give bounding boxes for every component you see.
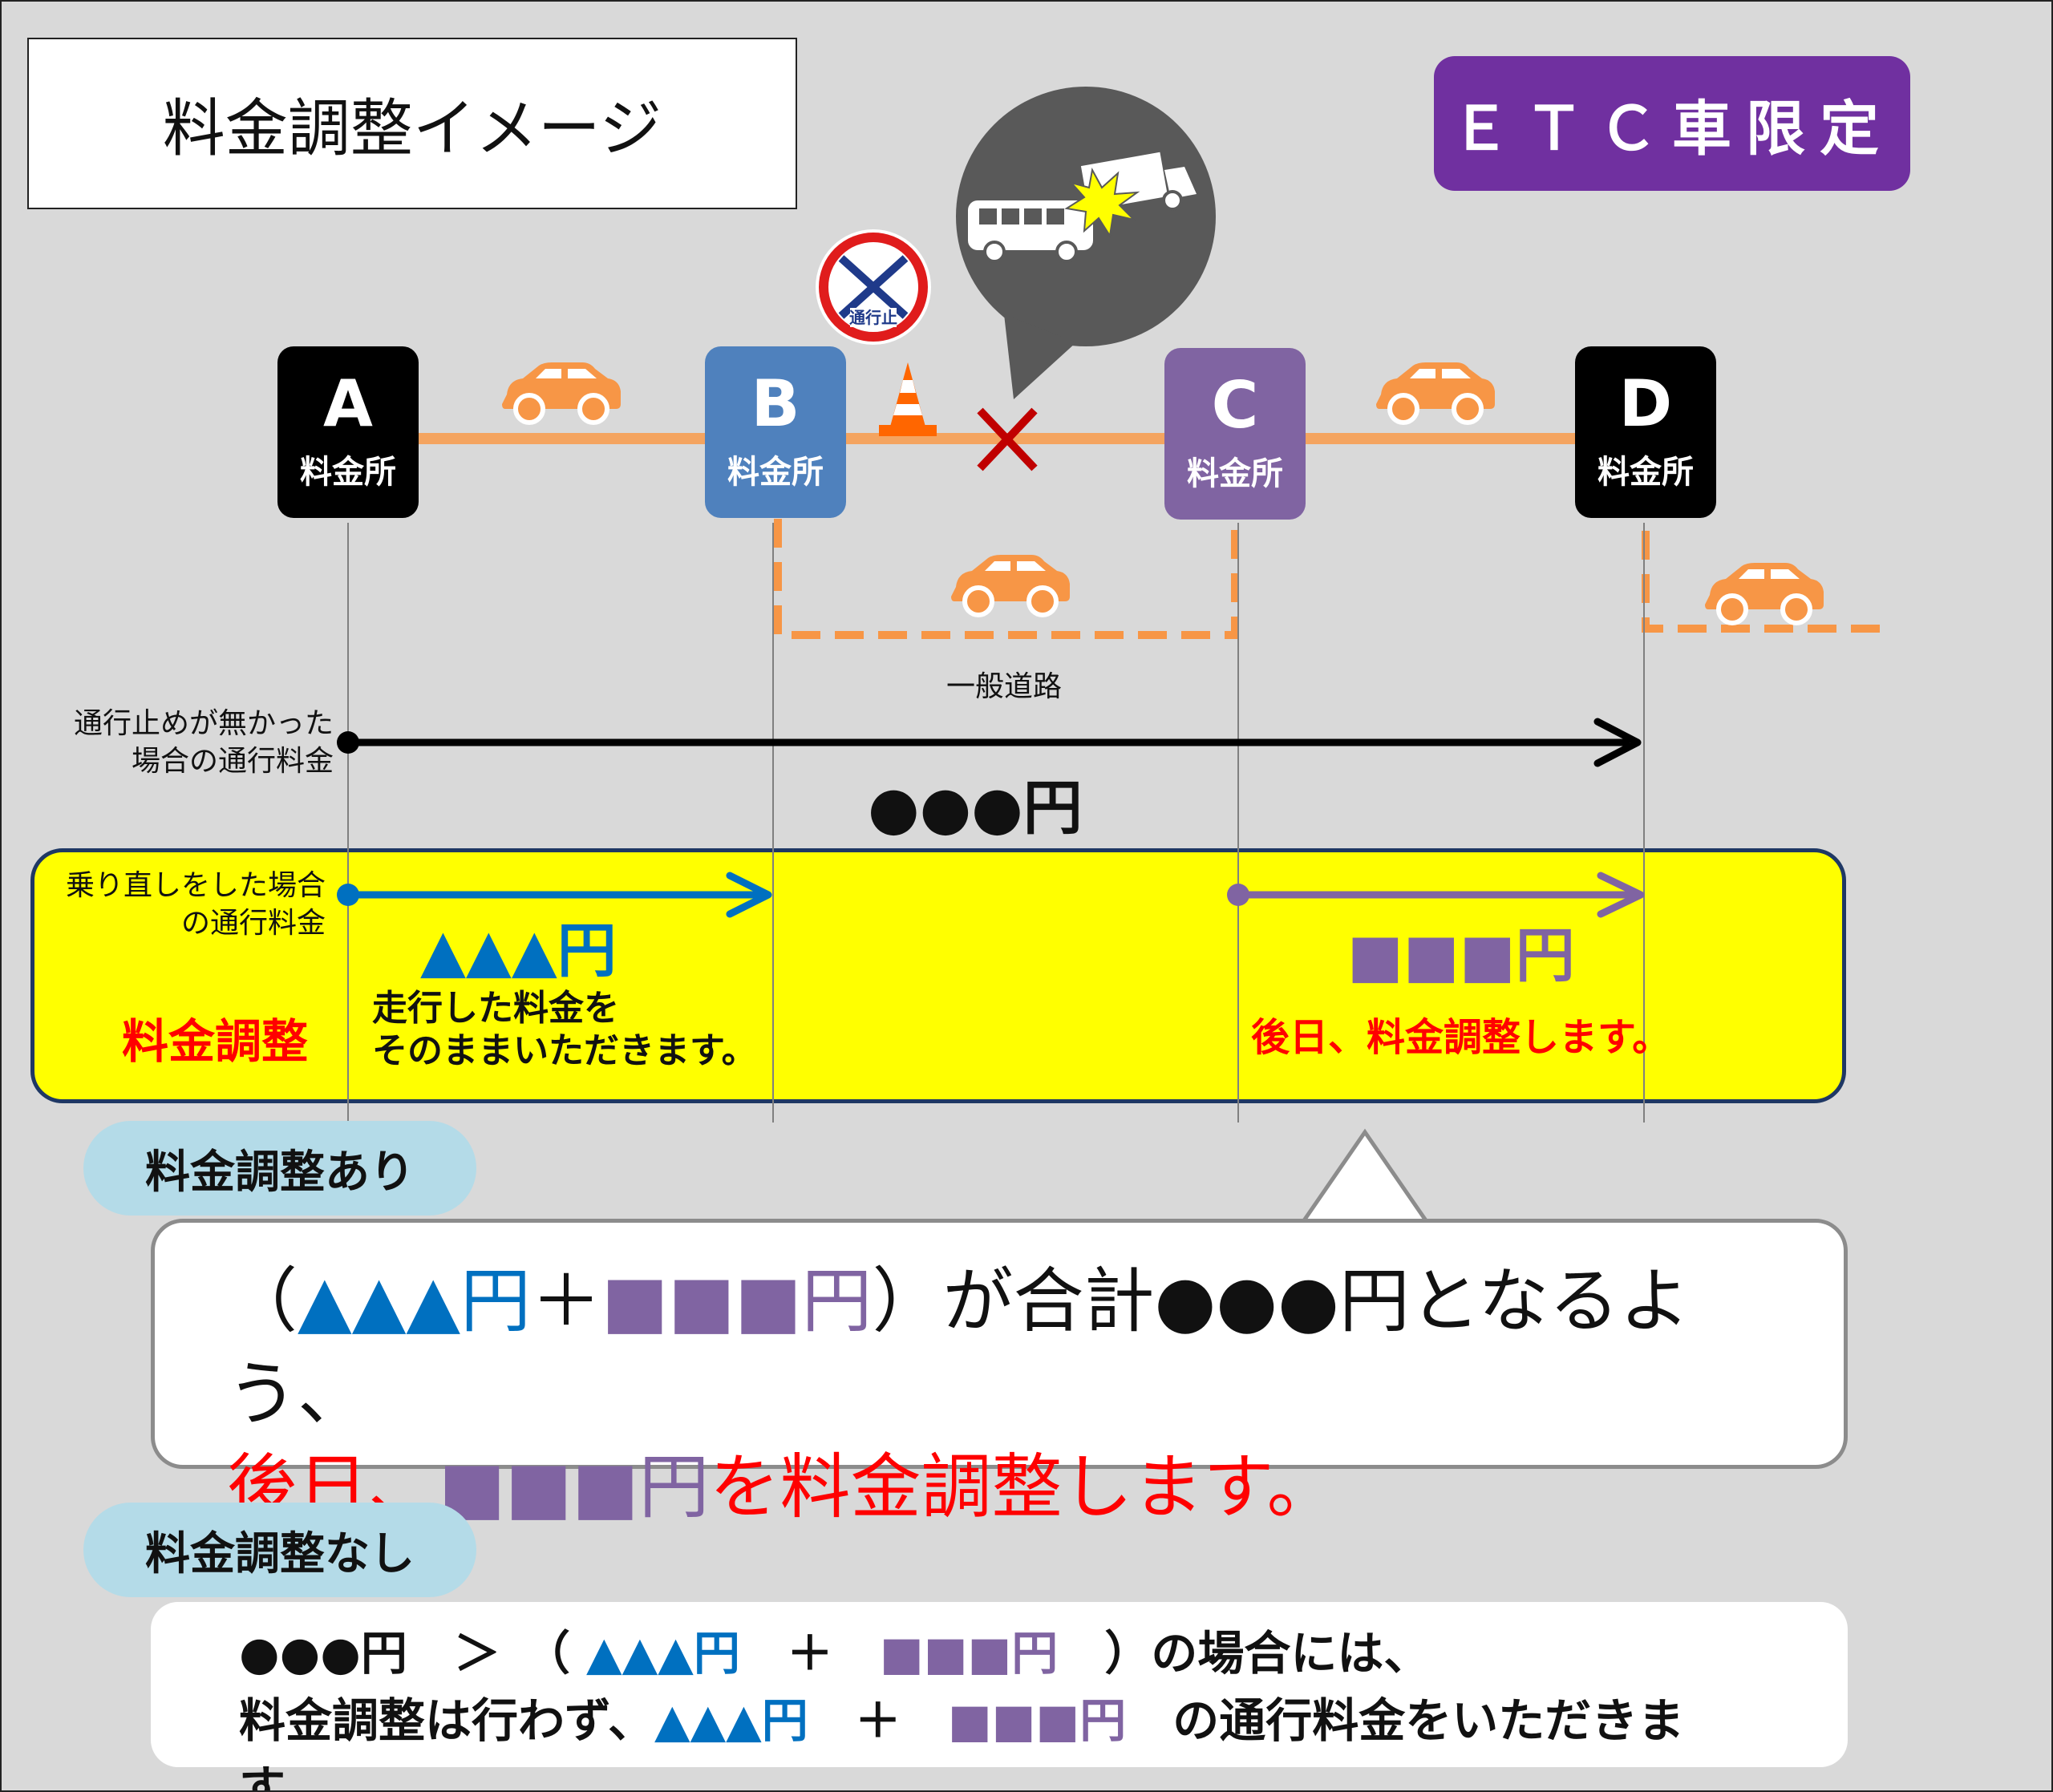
- rejoin-fare-label-line: 乗り直しをした場合: [65, 869, 326, 902]
- without-adjust-pill: 料金調整なし: [83, 1503, 476, 1597]
- toll-kind: 料金所: [1187, 455, 1283, 492]
- normal-fare-arrow: [337, 718, 1642, 767]
- toll-letter: A: [323, 366, 373, 441]
- exit-road-path: [1642, 531, 1885, 633]
- text-open: （: [227, 1260, 298, 1342]
- fare-cd-text: ■■■円: [879, 1626, 1059, 1681]
- fare-cd-value: ■■■円: [1347, 921, 1575, 990]
- note-ab-line: そのままいただきます。: [372, 1029, 757, 1071]
- callout-tail: [1298, 1128, 1431, 1225]
- blocked-cross-icon: [977, 407, 1038, 471]
- rejoin-fare-label-line: の通行料金: [180, 906, 326, 940]
- toll-letter: B: [751, 366, 800, 441]
- normal-fare-label-line: 場合の通行料金: [131, 744, 334, 778]
- no-entry-text: 通行止: [849, 308, 897, 327]
- toll-d: D 料金所: [1575, 346, 1716, 518]
- text-red: を料金調整します。: [709, 1446, 1338, 1529]
- with-adjust-line-1: （▲▲▲円＋■■■円）が合計●●●円となるよう、: [227, 1255, 1772, 1441]
- etc-only-badge: ＥＴＣ車限定: [1434, 56, 1910, 191]
- fare-ab-text: ▲▲▲円: [654, 1693, 808, 1749]
- traffic-cone-icon: [879, 362, 937, 436]
- toll-letter: D: [1618, 366, 1673, 441]
- general-road-path: [774, 519, 1239, 639]
- toll-kind: 料金所: [300, 454, 396, 491]
- text-segment: ●●●円 ＞ （: [239, 1626, 570, 1681]
- without-adjust-line-1: ●●●円 ＞ （ ▲▲▲円 ＋ ■■■円 ）の場合には、: [239, 1620, 1759, 1687]
- normal-fare-value: ●●●円: [868, 774, 1083, 843]
- note-cd: 後日、料金調整します。: [1251, 1015, 1671, 1060]
- rejoin-fare-panel: [30, 848, 1846, 1103]
- rejoin-fare-label: 乗り直しをした場合 の通行料金: [34, 868, 326, 943]
- normal-fare-label-line: 通行止めが無かった: [73, 707, 334, 740]
- fare-ab-text: ▲▲▲円: [298, 1260, 532, 1342]
- adjust-label: 料金調整: [122, 1014, 309, 1069]
- normal-fare-label: 通行止めが無かった 場合の通行料金: [18, 706, 334, 781]
- text-segment: 料金調整は行わず、: [239, 1693, 654, 1749]
- fare-ab-value: ▲▲▲円: [420, 916, 617, 985]
- fare-cd-text: ■■■円: [947, 1693, 1127, 1749]
- toll-letter: C: [1211, 368, 1259, 443]
- text-rest: ）が合計●●●円となるよう、: [227, 1260, 1691, 1436]
- text-segment: の通行料金をいただきます。: [239, 1693, 1685, 1792]
- without-adjust-line-2: 料金調整は行わず、▲▲▲円 ＋ ■■■円 の通行料金をいただきます。: [239, 1687, 1759, 1792]
- fare-cd-text: ■■■円: [601, 1260, 873, 1342]
- fare-ab-arrow: [337, 872, 772, 918]
- fare-cd-text: ■■■円: [439, 1446, 710, 1529]
- plus-sign: ＋: [531, 1260, 602, 1342]
- toll-kind: 料金所: [727, 454, 824, 491]
- toll-kind: 料金所: [1597, 454, 1694, 491]
- note-ab: 走行した料金を そのままいただきます。: [372, 988, 757, 1073]
- with-adjust-pill: 料金調整あり: [83, 1121, 476, 1216]
- accident-bubble: [956, 87, 1216, 399]
- fare-ab-text: ▲▲▲円: [586, 1626, 740, 1681]
- general-road-label: 一般道路: [946, 670, 1062, 703]
- text-segment: ）の場合には、: [1104, 1626, 1431, 1681]
- vehicle-collision-icon: [968, 152, 1197, 263]
- page-title: 料金調整イメージ: [27, 38, 797, 209]
- without-adjust-box: ●●●円 ＞ （ ▲▲▲円 ＋ ■■■円 ）の場合には、 料金調整は行わず、▲▲…: [151, 1602, 1848, 1790]
- with-adjust-callout: （▲▲▲円＋■■■円）が合計●●●円となるよう、 後日、■■■円を料金調整します…: [151, 1219, 1848, 1528]
- fare-cd-arrow: [1227, 872, 1645, 918]
- plus-sign: ＋: [854, 1693, 901, 1749]
- no-entry-sign-icon: 通行止: [816, 229, 931, 345]
- plus-sign: ＋: [786, 1626, 833, 1681]
- with-adjust-line-2: 後日、■■■円を料金調整します。: [227, 1441, 1772, 1534]
- toll-c: C 料金所: [1164, 348, 1306, 520]
- toll-a: A 料金所: [277, 346, 419, 518]
- toll-b: B 料金所: [705, 346, 846, 518]
- note-ab-line: 走行した料金を: [372, 988, 619, 1029]
